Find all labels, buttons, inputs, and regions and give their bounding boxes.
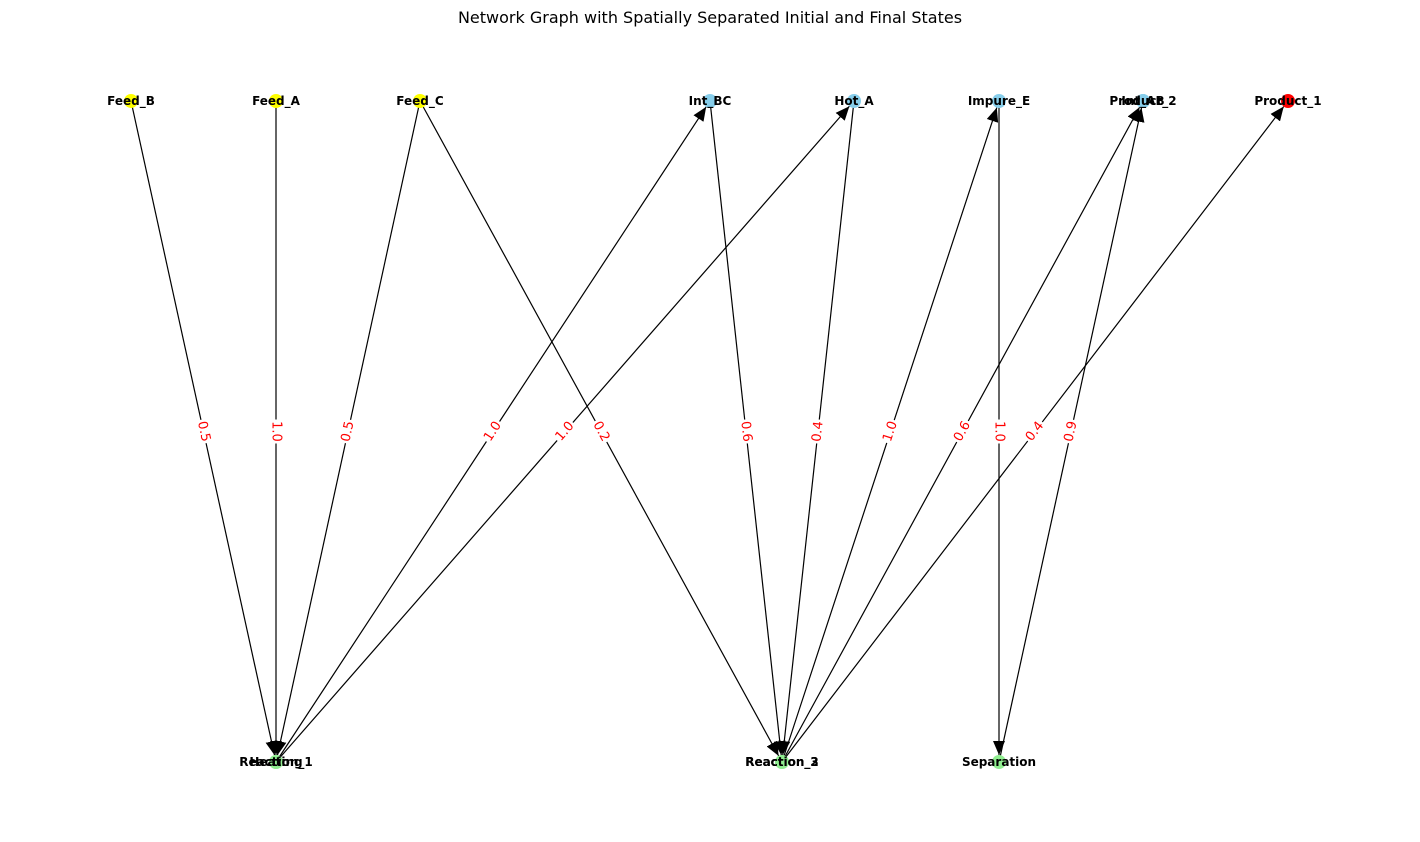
page-title: Network Graph with Spatially Separated I…	[457, 8, 963, 27]
edge-weight-label: 1.0	[992, 421, 1007, 442]
edge-label-group: 0.4	[808, 418, 828, 445]
node-label-reaction-2: Reaction_2	[745, 755, 819, 770]
node-feed-c	[413, 94, 427, 108]
node-separation	[992, 755, 1006, 769]
node-feed-b	[124, 94, 138, 108]
edge-weight-label: 1.0	[553, 419, 578, 444]
edge-label-background	[736, 418, 756, 445]
node-labels-layer: Feed_B Feed_A Feed_C Int_BC Hot_A Impure_E Pro…	[107, 94, 1322, 770]
node-label-int-bc: Int_BC	[689, 94, 732, 109]
node-reaction-3	[775, 755, 789, 769]
node-hot-a	[847, 94, 861, 108]
node-int-ab	[1136, 94, 1150, 108]
edge-label-background	[949, 417, 976, 446]
edge-weight-label: 1.0	[481, 419, 505, 445]
node-label-int-ab: Int_AB	[1121, 94, 1164, 109]
node-int-bc	[703, 94, 717, 108]
edge-label-group: 0.9	[1060, 418, 1082, 445]
node-label-heating: Heating	[249, 755, 302, 769]
edge-weight-label: 0.6	[737, 420, 754, 442]
node-label-product-2: Product_2	[1109, 94, 1176, 109]
edge-weight-label: 0.9	[1061, 420, 1080, 443]
edge-weight-label: 0.4	[809, 420, 826, 442]
edge-weight-label: 0.4	[1023, 419, 1047, 445]
edge-weight-label: 1.0	[880, 419, 901, 443]
edge-label-background	[1060, 418, 1082, 445]
node-feed-a	[269, 94, 283, 108]
edge-label-group: 1.0	[551, 417, 579, 446]
edge-label-group: 0.6	[736, 418, 756, 445]
edge-label-background	[879, 417, 902, 446]
edge-label-background	[588, 417, 614, 446]
edge-label-background	[337, 418, 359, 445]
edge-label-group: 1.0	[479, 417, 507, 446]
node-impure-e	[992, 94, 1006, 108]
node-label-product-1: Product_1	[1254, 94, 1321, 109]
edge-weight-label: 1.0	[269, 421, 284, 442]
node-label-hot-a: Hot_A	[834, 94, 874, 109]
edge-label-background	[479, 417, 507, 446]
edge-label-group: 0.4	[1021, 417, 1049, 446]
edge-label-background	[1021, 417, 1049, 446]
edge-label-group: 1.0	[879, 417, 902, 446]
node-heating	[269, 755, 283, 769]
node-label-feed-c: Feed_C	[396, 94, 444, 109]
edge-label-group: 0.5	[337, 418, 359, 445]
edge-label-background	[193, 418, 214, 445]
edges-layer	[130, 100, 1285, 763]
node-label-feed-a: Feed_A	[252, 94, 301, 109]
edge-label-group: 1.0	[991, 419, 1007, 444]
nodes-layer	[124, 94, 1295, 769]
node-label-separation: Separation	[962, 755, 1036, 769]
edge-weight-label: 0.5	[194, 420, 213, 443]
node-label-feed-b: Feed_B	[107, 94, 155, 109]
edge-label-group: 0.2	[588, 417, 614, 446]
edge-labels-layer: 0.5 1.0 0.5 1.0 1.0 0.2 0.6 0.4 1.0 0.6 1.0 0.4 0.9	[193, 417, 1082, 446]
node-product-1	[1281, 94, 1295, 108]
edge-weight-label: 0.5	[338, 420, 357, 443]
edge-label-background	[268, 419, 284, 444]
edge-label-group: 1.0	[268, 419, 284, 444]
edge-label-background	[551, 417, 579, 446]
node-label-impure-e: Impure_E	[968, 94, 1030, 109]
edge-label-background	[991, 419, 1007, 444]
edge-label-group: 0.6	[949, 417, 976, 446]
node-label-reaction-1: Reaction_1	[239, 755, 313, 770]
node-label-reaction-3: Reaction_3	[745, 755, 819, 770]
edge-label-background	[808, 418, 828, 445]
edge-label-group: 0.5	[193, 418, 214, 445]
